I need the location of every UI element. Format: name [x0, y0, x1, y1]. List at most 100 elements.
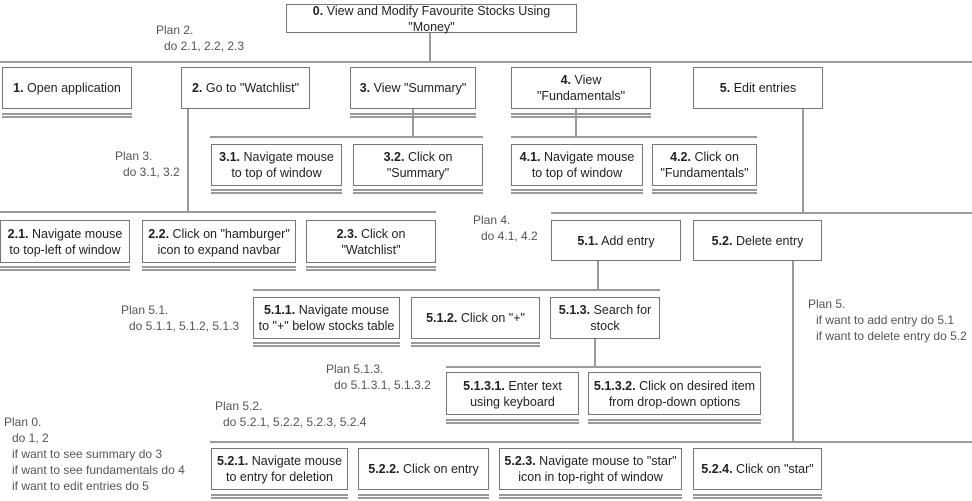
node-number: 5.1.3.1. — [463, 378, 505, 393]
node-text: Navigate mouse to top of window — [231, 150, 334, 180]
node-5-2-4: 5.2.4. Click on "star" — [693, 448, 822, 490]
plan-line: do 5.2.1, 5.2.2, 5.2.3, 5.2.4 — [223, 415, 367, 429]
node-text: Edit entries — [733, 81, 797, 95]
plan-3: Plan 3. do 3.1, 3.2 — [115, 148, 180, 180]
node-number: 2.2. — [148, 226, 170, 241]
node-text: Click on desired item from drop-down opt… — [608, 378, 756, 409]
plan-title: Plan 5. — [808, 297, 846, 311]
node-text: Navigate mouse to entry for deletion — [225, 454, 343, 484]
node-4: 4. View "Fundamentals" — [511, 67, 651, 109]
plan-line: do 1, 2 — [12, 431, 49, 445]
node-number: 3. — [359, 81, 371, 95]
node-number: 5.2.4. — [701, 462, 733, 476]
plan-line: if want to see summary do 3 — [12, 447, 163, 461]
node-number: 4.2. — [670, 150, 691, 164]
node-2-3: 2.3. Click on "Watchlist" — [306, 220, 436, 263]
node-text: Delete entry — [735, 233, 804, 248]
node-number: 3.2. — [383, 150, 405, 164]
node-3: 3. View "Summary" — [350, 67, 476, 109]
plan-line: do 5.1.1, 5.1.2, 5.1.3 — [129, 319, 240, 333]
node-text: Click on "star" — [736, 462, 814, 476]
plan-title: Plan 5.2. — [215, 399, 263, 413]
plan-line: do 4.1, 4.2 — [481, 229, 538, 243]
plan-5: Plan 5. if want to add entry do 5.1 if w… — [808, 296, 967, 344]
node-5-1: 5.1. Add entry — [551, 220, 681, 261]
plan-2: Plan 2. do 2.1, 2.2, 2.3 — [156, 22, 244, 54]
node-text: Navigate mouse to top of window — [531, 150, 635, 180]
node-number: 0. — [312, 3, 324, 18]
node-5-1-3-2: 5.1.3.2. Click on desired item from drop… — [588, 372, 761, 415]
node-text: Navigate mouse to "star" icon in top-rig… — [518, 454, 677, 484]
plan-line: if want to edit entries do 5 — [12, 479, 149, 493]
plan-5-1: Plan 5.1. do 5.1.1, 5.1.2, 5.1.3 — [121, 302, 239, 334]
node-2-1: 2.1. Navigate mouse to top-left of windo… — [0, 220, 130, 263]
node-2-2: 2.2. Click on "hamburger" icon to expand… — [142, 220, 296, 263]
node-5-2: 5.2. Delete entry — [693, 220, 822, 261]
node-text: Enter text using keyboard — [470, 378, 562, 409]
node-text: Click on entry — [403, 462, 479, 476]
node-4-2: 4.2. Click on "Fundamentals" — [652, 144, 757, 186]
node-text: Search for stock — [590, 303, 652, 333]
plan-line: if want to delete entry do 5.2 — [816, 329, 967, 343]
plan-title: Plan 2. — [156, 23, 194, 37]
node-text: Navigate mouse to top-left of window — [9, 226, 123, 257]
plan-line: do 5.1.3.1, 5.1.3.2 — [334, 378, 431, 392]
plan-line: if want to add entry do 5.1 — [816, 313, 955, 327]
node-5-1-3: 5.1.3. Search for stock — [550, 297, 660, 339]
plan-5-2: Plan 5.2. do 5.2.1, 5.2.2, 5.2.3, 5.2.4 — [215, 398, 366, 430]
node-text: Click on "+" — [460, 311, 525, 325]
node-number: 2. — [191, 81, 203, 95]
node-text: Click on "Summary" — [386, 150, 453, 180]
node-2: 2. Go to "Watchlist" — [181, 67, 310, 109]
node-text: Navigate mouse to "+" below stocks table — [258, 303, 395, 333]
node-number: 2.1. — [7, 226, 29, 241]
node-text: Open application — [27, 81, 121, 95]
node-3-1: 3.1. Navigate mouse to top of window — [211, 144, 342, 186]
plan-5-1-3: Plan 5.1.3. do 5.1.3.1, 5.1.3.2 — [326, 361, 431, 393]
node-number: 4.1. — [519, 150, 541, 164]
node-3-2: 3.2. Click on "Summary" — [353, 144, 483, 186]
node-number: 2.3. — [336, 226, 358, 241]
node-text: View "Fundamentals" — [536, 73, 626, 103]
plan-title: Plan 4. — [473, 213, 511, 227]
plan-title: Plan 3. — [115, 149, 153, 163]
node-text: Click on "Watchlist" — [341, 226, 406, 257]
node-number: 5.2.3. — [504, 454, 536, 468]
node-5-2-1: 5.2.1. Navigate mouse to entry for delet… — [211, 448, 348, 490]
node-number: 5.2.1. — [216, 454, 249, 468]
node-text: Click on "Fundamentals" — [660, 150, 749, 180]
node-text: Click on "hamburger" icon to expand navb… — [157, 226, 290, 257]
node-number: 5.1. — [577, 233, 599, 248]
node-0: 0. View and Modify Favourite Stocks Usin… — [286, 3, 577, 34]
node-number: 5.1.3.2. — [593, 378, 636, 393]
plan-0: Plan 0. do 1, 2 if want to see summary d… — [4, 414, 185, 494]
node-number: 5.1.2. — [426, 311, 458, 325]
node-number: 4. — [560, 73, 572, 87]
node-text: View and Modify Favourite Stocks Using "… — [326, 3, 551, 34]
plan-title: Plan 0. — [4, 415, 42, 429]
node-5-2-2: 5.2.2. Click on entry — [358, 448, 489, 490]
plan-line: do 2.1, 2.2, 2.3 — [164, 39, 245, 53]
plan-title: Plan 5.1. — [121, 303, 169, 317]
node-number: 1. — [13, 81, 24, 95]
node-number: 5.1.1. — [263, 303, 296, 317]
node-5-1-1: 5.1.1. Navigate mouse to "+" below stock… — [253, 297, 400, 339]
node-5-2-3: 5.2.3. Navigate mouse to "star" icon in … — [499, 448, 682, 490]
node-number: 3.1. — [219, 150, 241, 164]
node-number: 5.2. — [711, 233, 733, 248]
node-text: View "Summary" — [373, 81, 467, 95]
plan-line: if want to see fundamentals do 4 — [12, 463, 185, 477]
plan-line: do 3.1, 3.2 — [123, 165, 180, 179]
node-1: 1. Open application — [2, 67, 132, 109]
node-text: Add entry — [601, 233, 655, 248]
node-5: 5. Edit entries — [693, 67, 823, 109]
node-5-1-2: 5.1.2. Click on "+" — [411, 297, 540, 339]
plan-title: Plan 5.1.3. — [326, 362, 384, 376]
node-4-1: 4.1. Navigate mouse to top of window — [511, 144, 643, 186]
node-number: 5.2.2. — [368, 462, 400, 476]
node-number: 5.1.3. — [558, 303, 591, 317]
node-number: 5. — [719, 81, 731, 95]
node-5-1-3-1: 5.1.3.1. Enter text using keyboard — [446, 372, 579, 415]
node-text: Go to "Watchlist" — [205, 81, 300, 95]
